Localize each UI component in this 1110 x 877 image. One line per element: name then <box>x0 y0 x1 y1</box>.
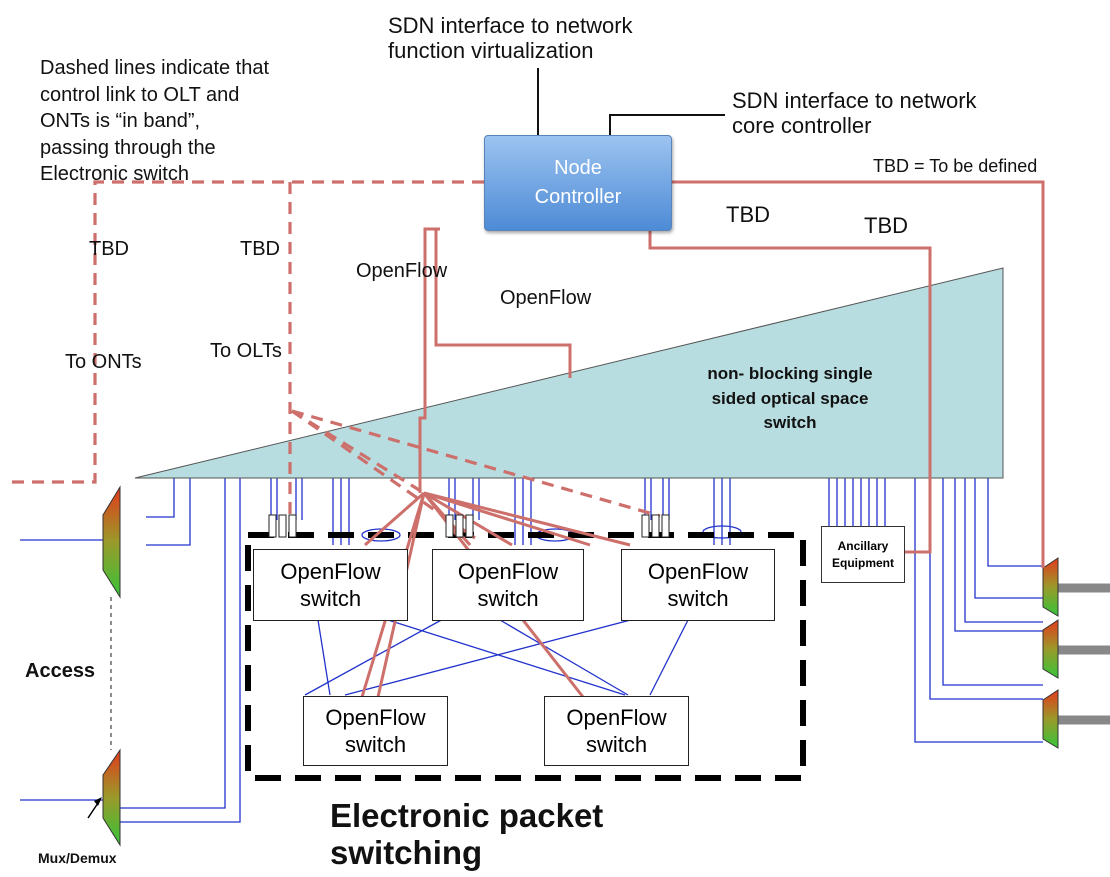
openflow-switch-2[interactable]: OpenFlow switch <box>432 549 584 621</box>
ancillary-line1: Ancillary <box>837 539 889 554</box>
sdn-interface-lines <box>537 68 725 135</box>
tbd-label-onts: TBD <box>89 238 129 260</box>
note-line: Dashed lines indicate that <box>40 57 270 79</box>
in-band-control-links <box>12 180 661 540</box>
node-controller-line2: Controller <box>534 186 622 208</box>
note-line: Electronic switch <box>40 163 189 186</box>
sdn-core-interface-label: SDN interface to network core controller <box>732 88 977 139</box>
eps-line1: Electronic packet <box>330 797 604 834</box>
switch-label-line2: switch <box>477 586 539 611</box>
switch-label-line2: switch <box>667 586 729 611</box>
sdn-core-line: SDN interface to network <box>732 88 977 113</box>
mux-demux-label: Mux/Demux <box>38 850 117 866</box>
note-line: ONTs is “in band”, <box>40 110 201 133</box>
eps-line2: switching <box>330 833 483 871</box>
switch-label-line1: OpenFlow <box>280 558 381 584</box>
mux-demux-right-3 <box>1042 689 1059 749</box>
switch-label-line2: switch <box>299 586 362 611</box>
note-line: control link to OLT and <box>40 83 240 106</box>
sdn-nfv-line: SDN interface to network <box>388 13 633 38</box>
optical-switch-line: switch <box>763 413 817 433</box>
mux-demux-access-top <box>102 485 121 599</box>
access-label: Access <box>25 660 96 682</box>
optical-switch-line: non- blocking single <box>707 364 873 383</box>
optical-switch-label: non- blocking single sided optical space… <box>640 362 940 436</box>
switch-label-line1: OpenFlow <box>566 704 667 730</box>
sdn-core-line: core controller <box>732 113 872 139</box>
openflow-switch-3[interactable]: OpenFlow switch <box>621 549 775 621</box>
tbd-label-olts: TBD <box>240 238 280 260</box>
sdn-nfv-interface-label: SDN interface to network function virtua… <box>388 13 633 64</box>
openflow-switch-4[interactable]: OpenFlow switch <box>303 696 448 766</box>
switch-ports <box>268 514 670 538</box>
fiber-links <box>20 478 1043 823</box>
tbd-label-core: TBD <box>726 202 770 227</box>
switch-label-line1: OpenFlow <box>647 558 749 584</box>
switch-label-line1: OpenFlow <box>325 704 426 730</box>
openflow-label-1: OpenFlow <box>356 260 448 282</box>
note-line: passing through the <box>40 136 216 159</box>
electronic-packet-switching-label: Electronic packet switching <box>330 797 604 872</box>
ancillary-equipment[interactable]: Ancillary Equipment <box>821 526 905 583</box>
mux-demux-access-bottom <box>102 748 121 847</box>
switch-label-line2: switch <box>585 732 648 757</box>
openflow-switch-5[interactable]: OpenFlow switch <box>544 696 689 766</box>
tbd-label-ancillary: TBD <box>864 213 908 238</box>
output-fibers <box>1058 583 1110 725</box>
mux-demux-units <box>102 485 1059 847</box>
node-controller-line1: Node <box>554 157 602 179</box>
openflow-switch-1[interactable]: OpenFlow switch <box>253 549 408 621</box>
tbd-definition: TBD = To be defined <box>873 156 1038 176</box>
to-olts-label: To OLTs <box>210 340 282 362</box>
openflow-label-2: OpenFlow <box>500 287 592 309</box>
optical-switch-line: sided optical space <box>711 388 869 408</box>
switch-label-line2: switch <box>344 732 407 757</box>
to-onts-label: To ONTs <box>65 351 142 373</box>
dashed-lines-note: Dashed lines indicate that control link … <box>40 55 269 188</box>
mux-demux-right-2 <box>1042 619 1059 679</box>
ancillary-line2: Equipment <box>832 555 894 570</box>
switch-label-line1: OpenFlow <box>457 558 559 584</box>
sdn-nfv-line: function virtualization <box>388 38 594 64</box>
node-controller[interactable]: Node Controller <box>484 135 672 231</box>
mux-demux-right-1 <box>1042 557 1059 617</box>
